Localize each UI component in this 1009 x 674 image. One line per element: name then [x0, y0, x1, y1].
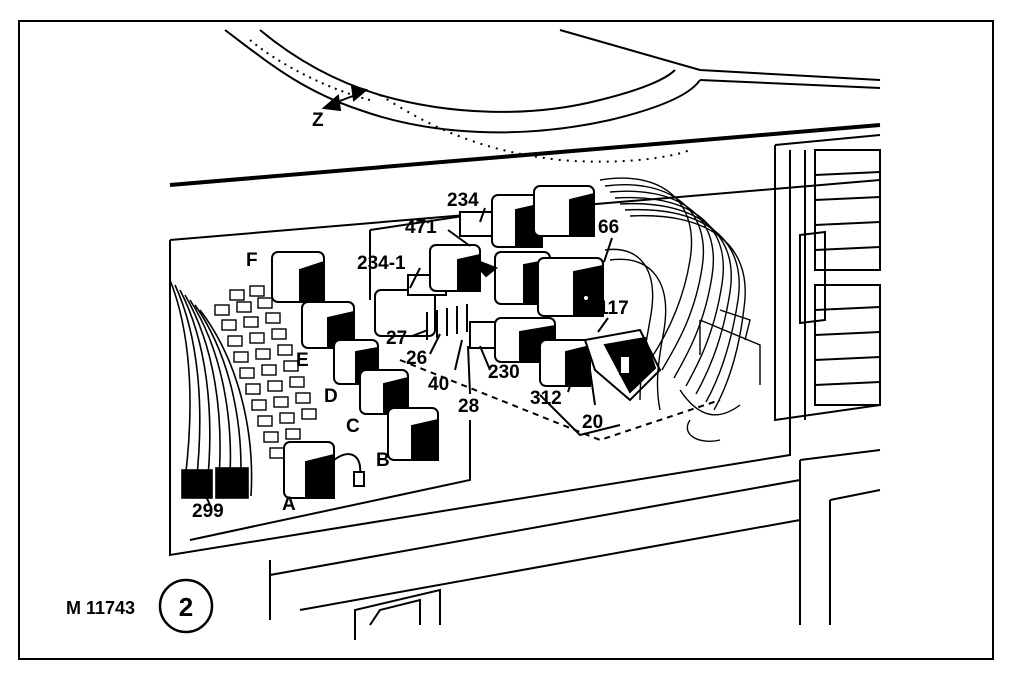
- callout-312: 312: [530, 388, 562, 409]
- left-wiring-harness: [169, 279, 253, 499]
- callout-28: 28: [458, 396, 479, 417]
- figure-number: 2: [179, 592, 193, 622]
- callout-40: 40: [428, 374, 449, 395]
- figure-number-circle: [158, 578, 214, 634]
- callout-234: 234: [447, 190, 479, 211]
- fuse-grid: [214, 285, 317, 459]
- relay-f: [271, 251, 325, 303]
- callout-230: 230: [488, 362, 520, 383]
- component-callouts: 234 471 66 234-1 117 27 26 40 230 28 312…: [192, 110, 629, 522]
- relay-label-b: B: [376, 450, 390, 471]
- direction-label-z: Z: [312, 110, 324, 131]
- central-relay-cluster: [369, 185, 721, 442]
- relay-labels: F E D C B A: [246, 250, 390, 515]
- relay-c: [359, 369, 409, 415]
- callout-117: 117: [598, 298, 629, 319]
- relay-label-f: F: [246, 250, 258, 271]
- callout-20: 20: [582, 412, 603, 433]
- relay-a: [283, 441, 365, 499]
- figure-caption: M 11743 2: [66, 578, 214, 634]
- dashboard-structure: [169, 29, 881, 640]
- direction-arrow: [321, 84, 369, 112]
- relay-label-c: C: [346, 416, 360, 437]
- relay-blocks: [271, 251, 439, 499]
- callout-299: 299: [192, 501, 224, 522]
- relay-label-d: D: [324, 386, 338, 407]
- relay-b: [387, 407, 439, 461]
- relay-label-a: A: [282, 494, 296, 515]
- relay-label-e: E: [296, 350, 309, 371]
- callout-26: 26: [406, 348, 427, 369]
- leader-lines: [204, 207, 613, 506]
- callout-471: 471: [405, 217, 437, 238]
- callout-234-1: 234-1: [357, 253, 406, 274]
- right-wiring-harness: [599, 177, 761, 442]
- callout-66: 66: [598, 217, 619, 238]
- figure-code: M 11743: [66, 598, 135, 618]
- callout-27: 27: [386, 328, 407, 349]
